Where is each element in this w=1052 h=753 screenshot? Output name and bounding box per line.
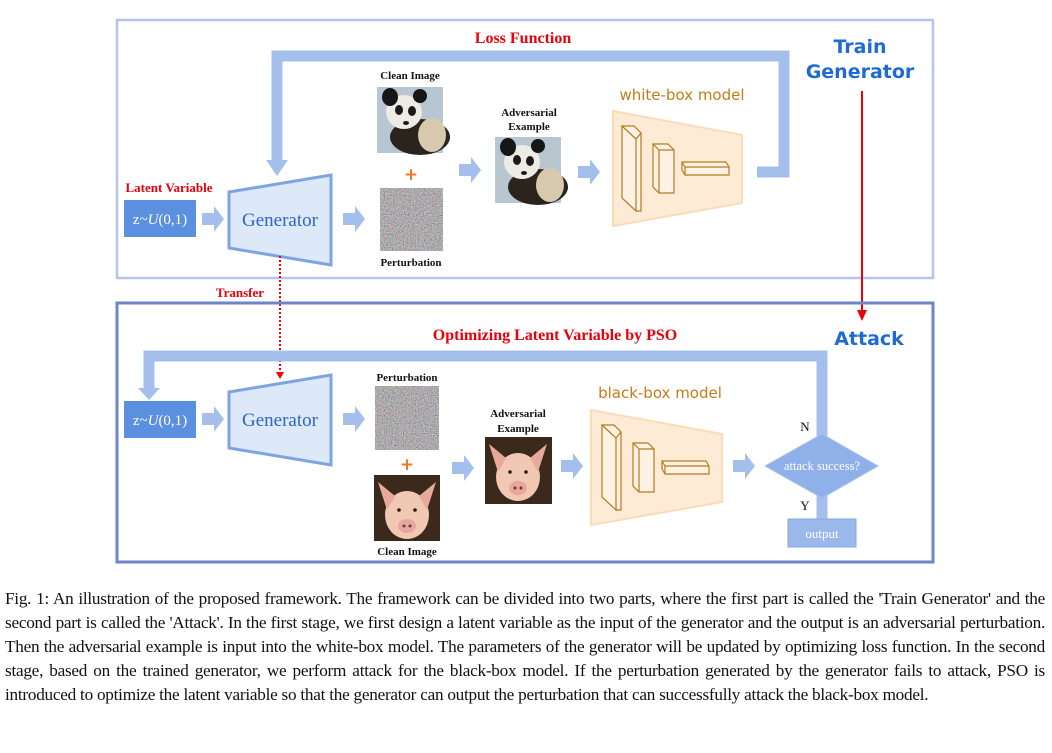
output-box [787,518,857,548]
adversarial-label-line1: Adversarial [501,107,557,119]
no-label: N [800,419,810,434]
latent-variable-label: Latent Variable [125,180,212,195]
white-box-model-icon [612,109,743,228]
pso-feedback-arrow [143,350,828,436]
attack-latent-z-text: z~U(0,1) [133,413,187,429]
adversarial-image-panda [495,137,568,205]
attack-panel-frame [115,301,935,564]
attack-clean-image-pig [374,475,440,541]
attack-adversarial-label-line2: Example [497,423,539,435]
attack-latent-z-box [124,401,196,438]
black-box-model-label: black-box model [598,384,722,402]
attack-generator-shape [227,373,333,467]
attack-plus-sign: + [400,455,414,475]
pso-label: Optimizing Latent Variable by PSO [433,327,677,344]
clean-image-label: Clean Image [380,70,440,82]
framework-figure: Loss Function Train Generator Latent Var… [115,18,935,564]
generator-label: Generator [242,210,319,231]
loss-feedback-arrow [271,50,790,178]
latent-z-box [124,200,196,237]
output-label: output [805,526,839,541]
attack-perturbation-label: Perturbation [376,372,437,384]
black-box-model-icon [590,408,723,527]
arrow-generator-to-perturbation [343,206,365,232]
clean-image-panda [377,87,450,155]
train-generator-title-line1: Train [833,36,886,58]
attack-arrow-to-adversarial [452,455,474,481]
loss-function-label: Loss Function [475,30,572,47]
attack-arrow-to-decision [733,453,755,479]
pso-feedback-arrowhead [138,388,160,400]
train-generator-title-line2: Generator [806,61,915,83]
attack-perturbation-image [375,386,439,450]
adversarial-label-line2: Example [508,121,550,133]
perturbation-image [380,188,443,251]
attack-clean-image-label: Clean Image [377,546,437,558]
attack-generator-label: Generator [242,410,319,431]
figure-caption: Fig. 1: An illustration of the proposed … [5,589,1045,704]
attack-panel: Optimizing Latent Variable by PSO Attack… [115,301,935,564]
attack-success-label: attack success? [784,459,860,473]
loss-feedback-arrowhead [266,160,288,176]
attack-adversarial-image-pig [485,437,552,504]
generator-shape [227,173,333,267]
perturbation-label: Perturbation [380,257,441,269]
arrow-z-to-generator [202,206,224,232]
plus-sign: + [404,165,418,185]
train-panel-frame [115,18,935,280]
train-generator-panel: Loss Function Train Generator Latent Var… [115,18,935,321]
attack-title: Attack [834,328,904,350]
yes-label: Y [800,498,810,513]
attack-arrow-generator-to-perturbation [343,406,365,432]
arrow-to-whitebox [578,159,600,185]
transfer-label: Transfer [216,285,264,300]
attack-arrow-to-blackbox [561,453,583,479]
latent-z-text: z~U(0,1) [133,212,187,228]
arrow-to-adversarial [459,157,481,183]
transfer-arrowhead [276,372,284,379]
attack-adversarial-label-line1: Adversarial [490,408,546,420]
stage-transition-arrowhead [857,310,867,321]
white-box-model-label: white-box model [619,86,744,104]
attack-success-decision [763,433,880,499]
attack-arrow-z-to-generator [202,406,224,432]
